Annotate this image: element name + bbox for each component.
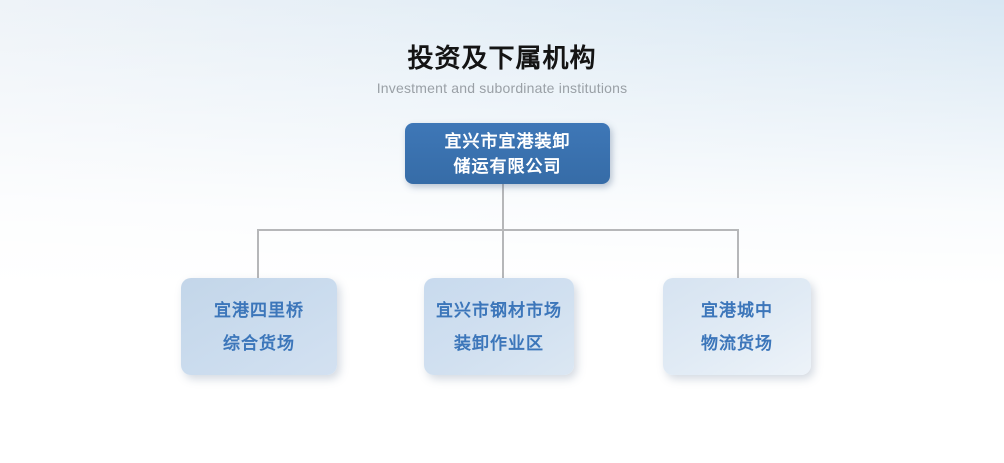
org-node-label-line1: 宜兴市钢材市场: [436, 300, 562, 320]
connector-right-vertical: [737, 230, 739, 278]
org-node-chengzhong-logistics: 宜港城中 物流货场: [663, 278, 811, 375]
org-node-label-line1: 宜港城中: [701, 300, 773, 320]
connector-horizontal: [257, 229, 739, 231]
org-node-root: 宜兴市宜港装卸 储运有限公司: [405, 123, 610, 184]
org-node-label-line2: 装卸作业区: [454, 333, 544, 353]
org-node-label-line2: 物流货场: [701, 333, 773, 353]
org-node-root-label-line2: 储运有限公司: [453, 156, 562, 176]
org-node-siliqiao-yard: 宜港四里桥 综合货场: [181, 278, 337, 375]
org-node-label-line1: 宜港四里桥: [214, 300, 304, 320]
org-node-root-label-line1: 宜兴市宜港装卸: [444, 131, 571, 151]
connector-root-vertical: [502, 184, 504, 230]
connector-middle-vertical: [502, 230, 504, 278]
page-header: 投资及下属机构 Investment and subordinate insti…: [0, 42, 1004, 96]
connector-left-vertical: [257, 230, 259, 278]
org-node-label-line2: 综合货场: [223, 333, 295, 353]
page-subtitle: Investment and subordinate institutions: [376, 80, 628, 96]
org-node-steel-market-area: 宜兴市钢材市场 装卸作业区: [424, 278, 574, 375]
page-title: 投资及下属机构: [407, 43, 597, 73]
